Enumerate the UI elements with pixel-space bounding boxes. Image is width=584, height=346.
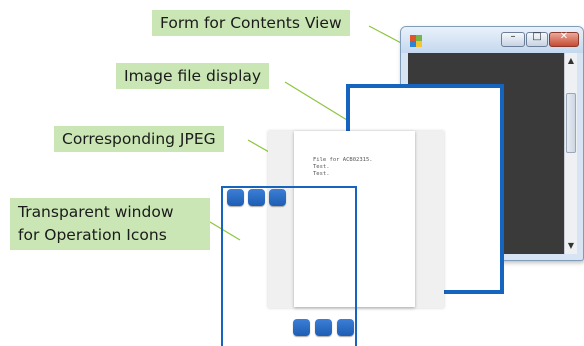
operation-icon[interactable] [337,319,354,336]
scrollbar-thumb[interactable] [566,93,576,153]
callout-jpeg: Corresponding JPEG [54,126,224,152]
operation-icon[interactable] [293,319,310,336]
callout-jpeg-label: Corresponding JPEG [62,130,216,148]
document-line-1: File for ACB02315. [313,157,373,163]
vertical-scrollbar[interactable]: ▲ ▼ [564,53,577,254]
callout-image-display: Image file display [116,63,270,89]
callout-transparent-line-2: for Operation Icons [18,226,167,244]
leader-image-display [284,81,348,121]
minimize-button[interactable]: – [501,31,525,47]
operation-icon[interactable] [269,189,286,206]
operation-icon[interactable] [248,189,265,206]
callout-transparent-window: Transparent window for Operation Icons [10,198,210,250]
maximize-button[interactable]: □ [526,31,548,47]
close-icon: ✕ [559,31,569,42]
leader-transparent [209,221,241,241]
callout-form: Form for Contents View [152,10,350,36]
minimize-icon: – [510,31,516,42]
leader-form [368,25,404,45]
callout-transparent-line-1: Transparent window [18,203,174,221]
transparent-operation-window [221,186,357,346]
close-button[interactable]: ✕ [549,31,579,47]
document-line-3: Test. [313,171,330,177]
maximize-icon: □ [532,31,542,42]
form-title-bar: – □ ✕ [401,27,583,53]
jpeg-page: File for ACB02315. Test. Test. [294,131,415,307]
operation-icon[interactable] [227,189,244,206]
callout-form-label: Form for Contents View [160,14,342,32]
scroll-up-icon[interactable]: ▲ [567,56,575,65]
app-icon [410,35,422,47]
callout-image-display-label: Image file display [124,67,262,85]
operation-icon[interactable] [315,319,332,336]
document-line-2: Test. [313,164,330,170]
scroll-down-icon[interactable]: ▼ [567,241,575,250]
